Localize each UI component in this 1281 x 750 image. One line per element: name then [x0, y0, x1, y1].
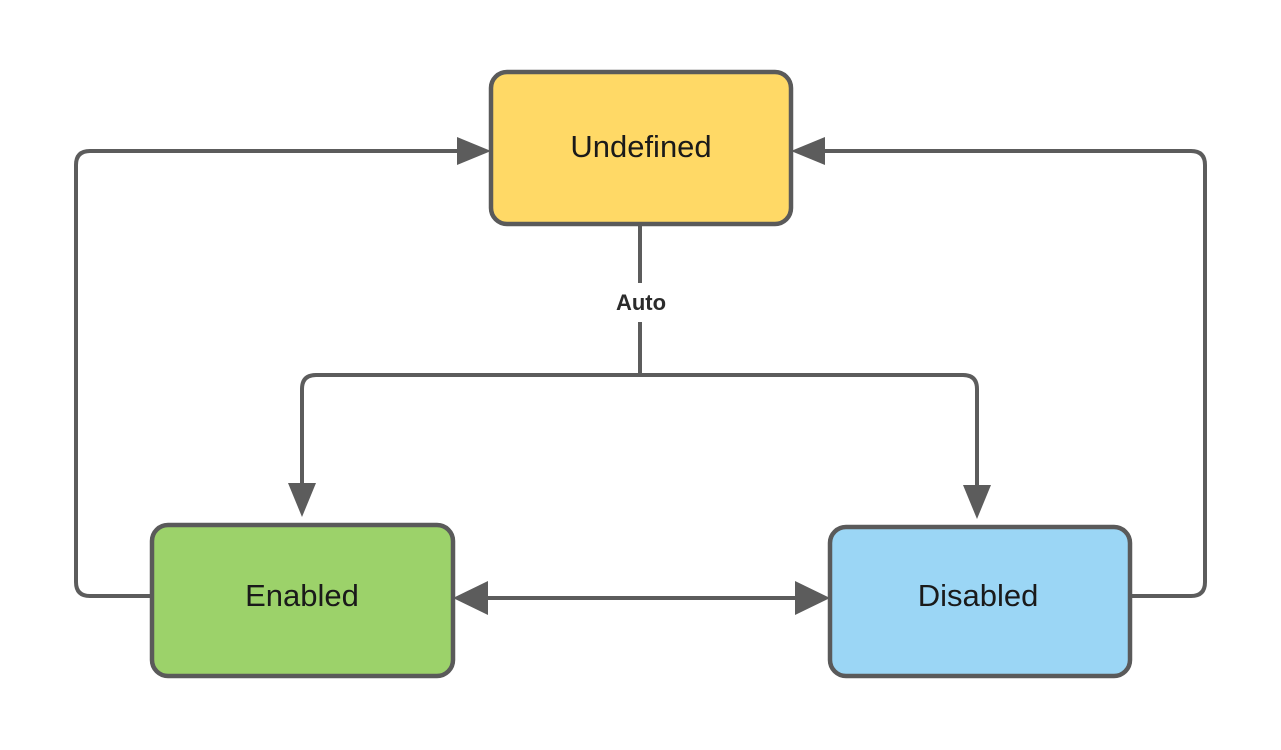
state-node-undefined-label: Undefined	[570, 129, 711, 164]
edge-auto-branch-left	[300, 373, 640, 484]
edge-label-auto: Auto	[616, 290, 666, 315]
edge-label-auto-background	[596, 285, 686, 321]
edge-auto-fork[interactable]	[288, 224, 991, 519]
edge-disabled-to-undefined[interactable]	[791, 137, 1207, 598]
state-node-enabled-label: Enabled	[245, 578, 359, 613]
state-node-disabled-label: Disabled	[918, 578, 1039, 613]
edge-enabled-to-undefined-arrowhead	[457, 137, 491, 165]
edge-auto-branch-right	[640, 373, 979, 486]
edge-enabled-to-undefined[interactable]	[74, 137, 491, 598]
state-node-enabled[interactable]: Enabled	[149, 522, 456, 679]
edge-label-auto-group: Auto	[596, 285, 686, 321]
edge-auto-branch-left-arrowhead	[288, 483, 316, 517]
edge-enabled-disabled-arrowhead-right	[795, 581, 830, 615]
state-node-disabled[interactable]: Disabled	[827, 524, 1133, 679]
edge-enabled-disabled-bidirectional[interactable]	[453, 581, 830, 615]
edge-disabled-to-undefined-line	[824, 149, 1207, 598]
edge-enabled-disabled-arrowhead-left	[453, 581, 488, 615]
edge-enabled-to-undefined-line	[74, 149, 458, 598]
edge-disabled-to-undefined-arrowhead	[791, 137, 825, 165]
state-node-undefined-shape	[488, 69, 794, 227]
state-node-undefined[interactable]: Undefined	[488, 69, 794, 227]
state-node-enabled-shape	[149, 522, 456, 679]
state-node-disabled-shape	[827, 524, 1133, 679]
edge-auto-branch-right-arrowhead	[963, 485, 991, 519]
